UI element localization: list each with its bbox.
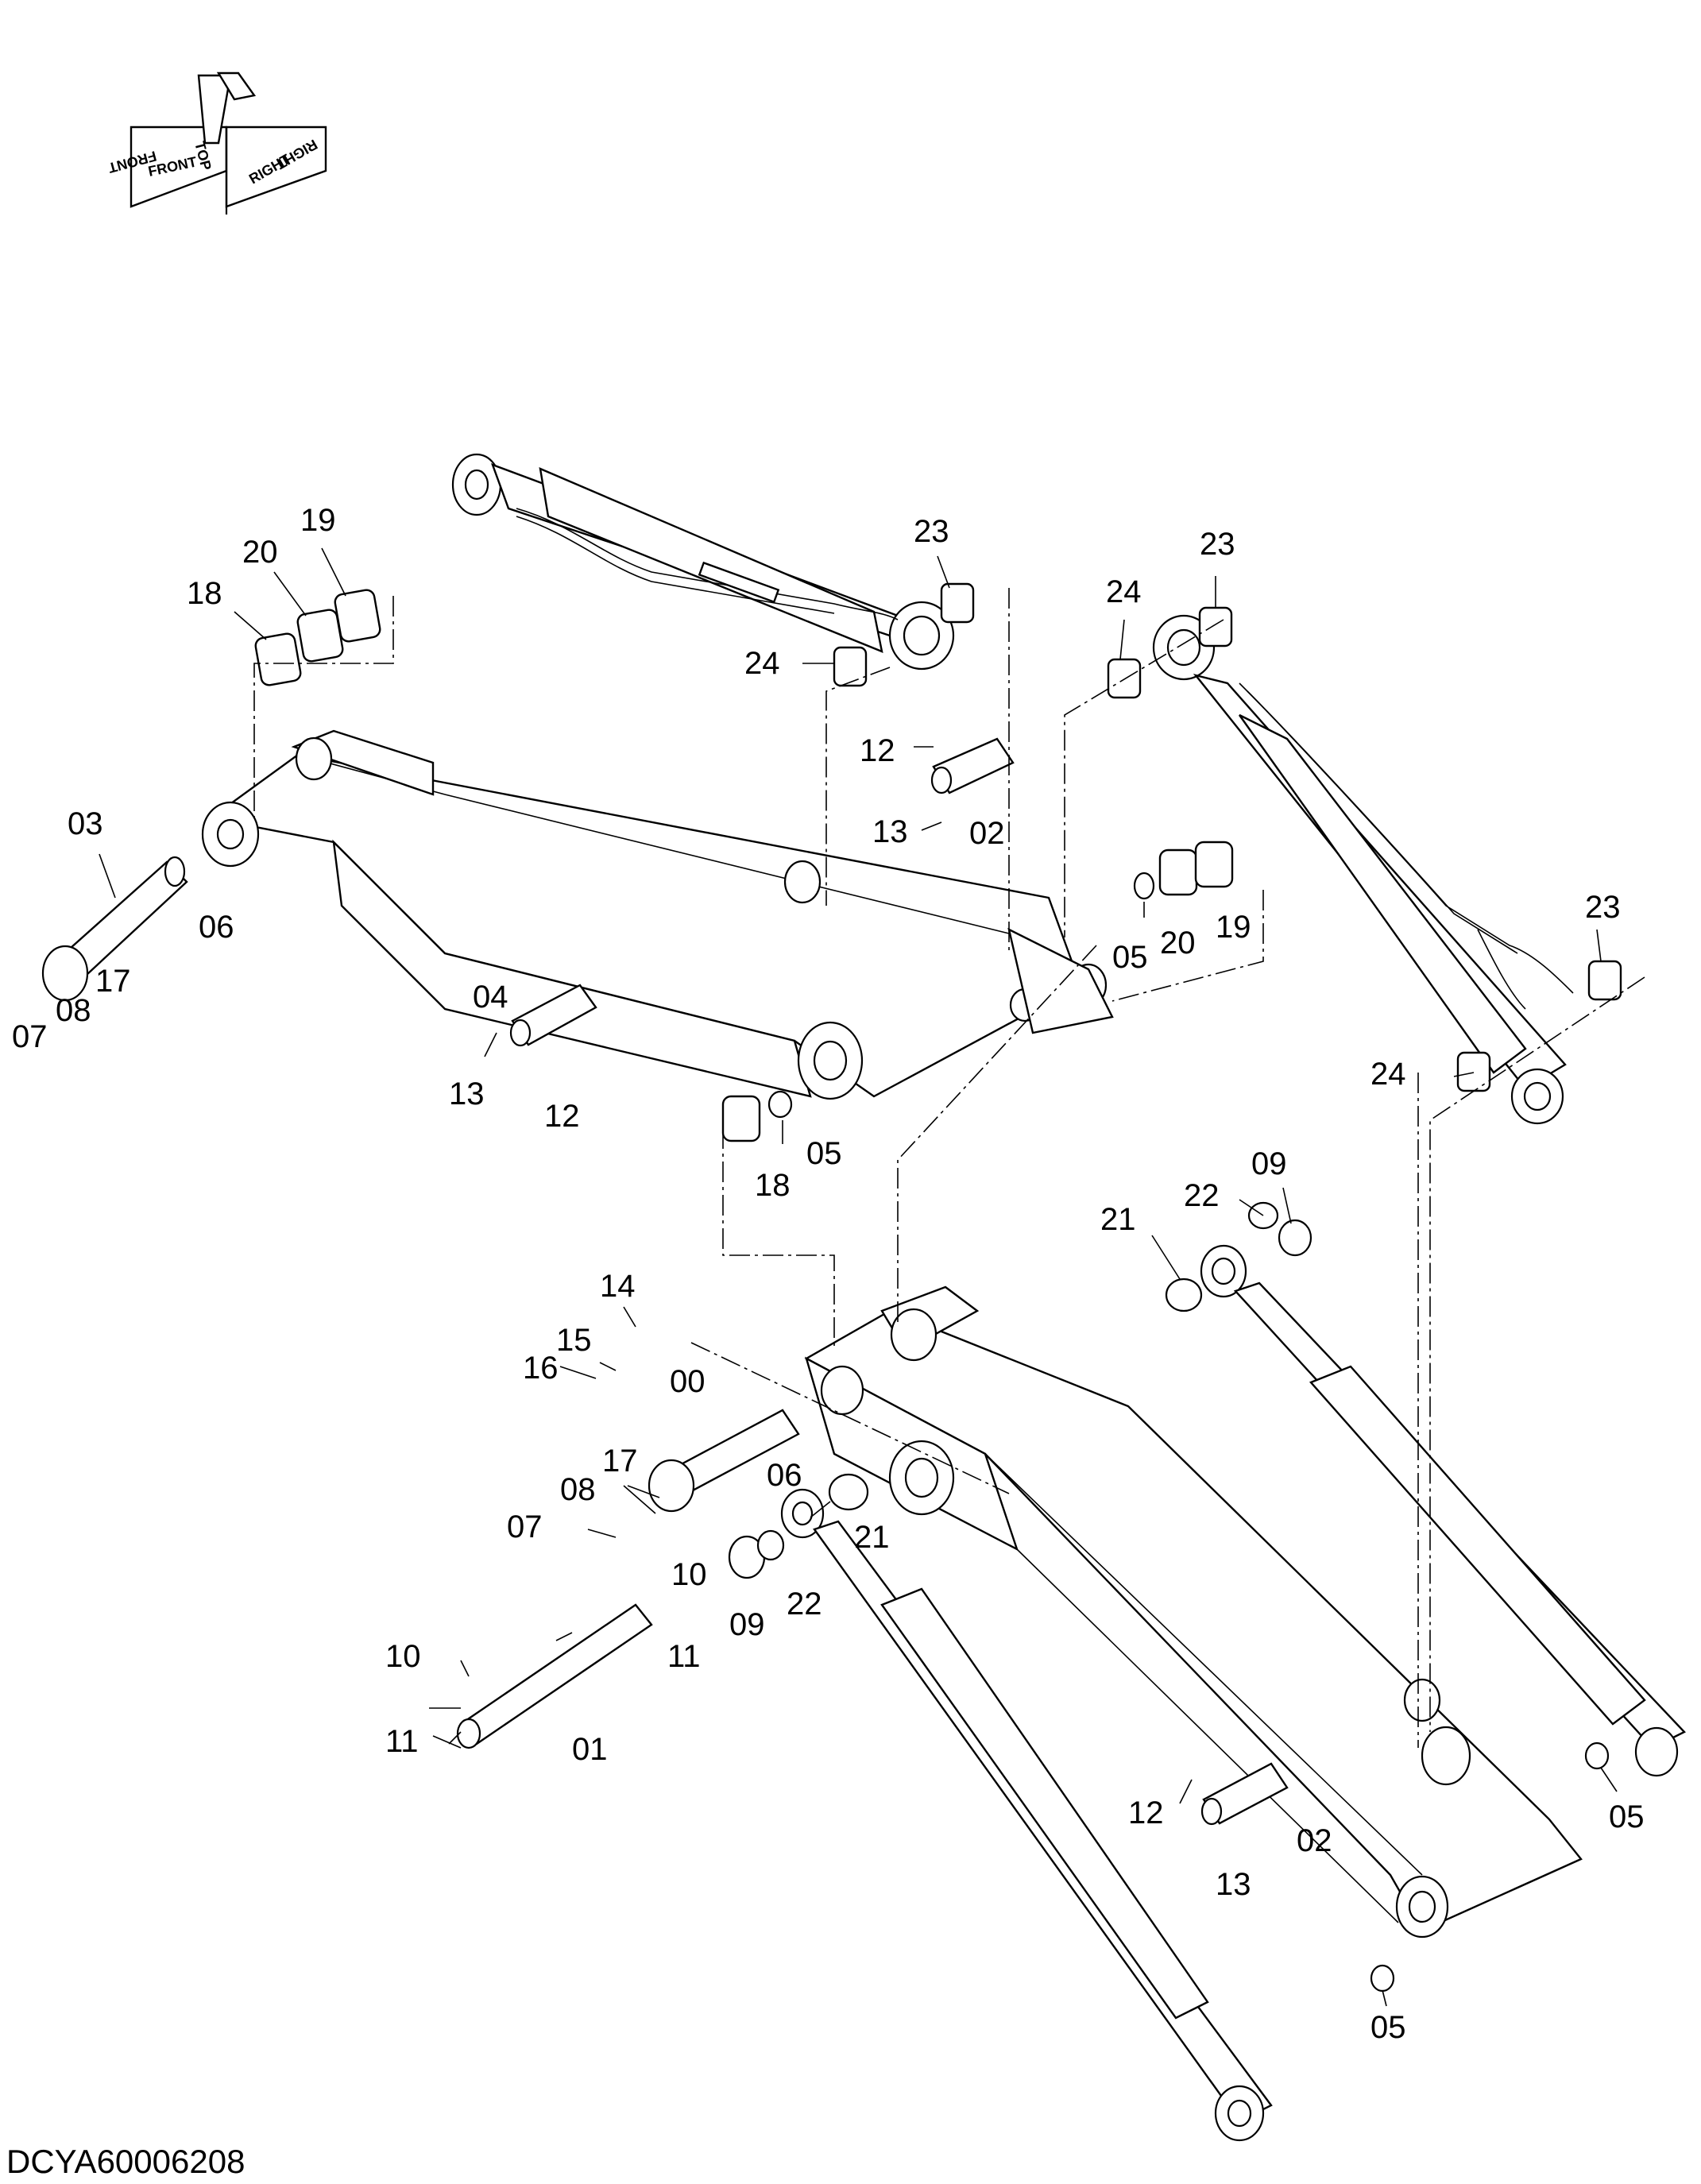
callout-18-top: 18: [187, 576, 222, 611]
callout-08-top: 08: [56, 993, 91, 1028]
arm-cylinder-right: [1152, 614, 1574, 1125]
callout-20-mid: 20: [1160, 926, 1196, 961]
part-04-pin: [509, 984, 597, 1047]
callout-22-top: 22: [1184, 1178, 1220, 1213]
callout-04: 04: [473, 980, 508, 1015]
callout-00: 00: [670, 1364, 706, 1399]
part-02-pin-top: [930, 737, 1015, 794]
orientation-indicator: FRONT TOP RIGHT FRONT RIGHT: [106, 72, 327, 215]
callout-07-bottom: 07: [507, 1509, 543, 1544]
callout-14: 14: [600, 1269, 636, 1304]
callout-11-right: 11: [667, 1639, 701, 1674]
callout-21-top: 21: [1100, 1202, 1136, 1237]
boom-cylinder-top: [451, 453, 955, 671]
boom-upper: [201, 729, 1114, 1100]
callout-06-top: 06: [199, 910, 234, 945]
shims-23-24: [721, 582, 1622, 1142]
callout-24-lower: 24: [1370, 1057, 1406, 1092]
shims-18-20-19-top: [254, 589, 381, 686]
part-02-pin-bottom: [1200, 1762, 1289, 1826]
shims-20-19-mid: [1133, 841, 1234, 900]
callout-10-right: 10: [671, 1557, 707, 1592]
callout-17-bottom: 17: [602, 1444, 638, 1479]
callout-labels: 19 20 18 23 24 12 13 02 24 23 03 06 17 0…: [12, 503, 1645, 2045]
callout-06-bottom: 06: [767, 1458, 802, 1493]
arm-lower: [804, 1285, 1583, 1939]
callout-18-lower: 18: [755, 1168, 791, 1203]
diagram-code: DCYA60006208: [6, 2143, 245, 2180]
part-03-pin: [41, 856, 188, 1002]
callout-09-top: 09: [1251, 1146, 1287, 1181]
callout-01: 01: [572, 1732, 608, 1767]
callout-10-left: 10: [385, 1639, 421, 1674]
callout-12-mid: 12: [544, 1099, 580, 1134]
callout-22-bottom: 22: [787, 1587, 822, 1622]
part-00-pin: [648, 1409, 800, 1513]
callout-13-top: 13: [872, 814, 908, 849]
callout-05-right: 05: [1609, 1799, 1645, 1834]
boom-cylinder-left: [780, 1488, 1273, 2142]
callout-11-left: 11: [385, 1724, 419, 1759]
callout-02-bottom: 02: [1297, 1823, 1332, 1858]
callout-23-top: 23: [914, 514, 949, 549]
callout-08-bottom: 08: [560, 1472, 596, 1507]
callout-03: 03: [68, 806, 103, 841]
callout-13-mid: 13: [449, 1077, 485, 1111]
rings-21-22-09: [728, 1201, 1610, 1993]
callout-15: 15: [556, 1323, 592, 1358]
callout-09-bottom: 09: [729, 1607, 765, 1642]
callout-19-top: 19: [300, 503, 336, 538]
callout-05-bottom: 05: [1370, 2010, 1406, 2045]
callout-12-bottom: 12: [1128, 1796, 1164, 1830]
callout-20-top: 20: [242, 535, 278, 570]
callout-23-right: 23: [1200, 527, 1235, 562]
leader-lines: [99, 547, 1618, 2007]
callout-02-top: 02: [969, 816, 1005, 851]
callout-21-bottom: 21: [854, 1520, 890, 1555]
callout-05-upper: 05: [806, 1136, 842, 1171]
callout-24-right: 24: [1106, 574, 1142, 609]
bucket-cylinder-right: [1200, 1244, 1686, 1777]
callout-13-bottom: 13: [1216, 1867, 1251, 1902]
callout-07-top: 07: [12, 1019, 48, 1054]
alignment-lines: [253, 588, 1645, 1748]
callout-23-lower: 23: [1585, 890, 1621, 925]
callout-24-top: 24: [744, 646, 780, 681]
callout-12-top: 12: [860, 733, 895, 768]
part-01-pin: [456, 1603, 653, 1749]
callout-05-mid: 05: [1112, 940, 1148, 975]
callout-16: 16: [523, 1351, 559, 1386]
callout-17-top: 17: [95, 964, 131, 999]
callout-19-mid: 19: [1216, 910, 1251, 945]
